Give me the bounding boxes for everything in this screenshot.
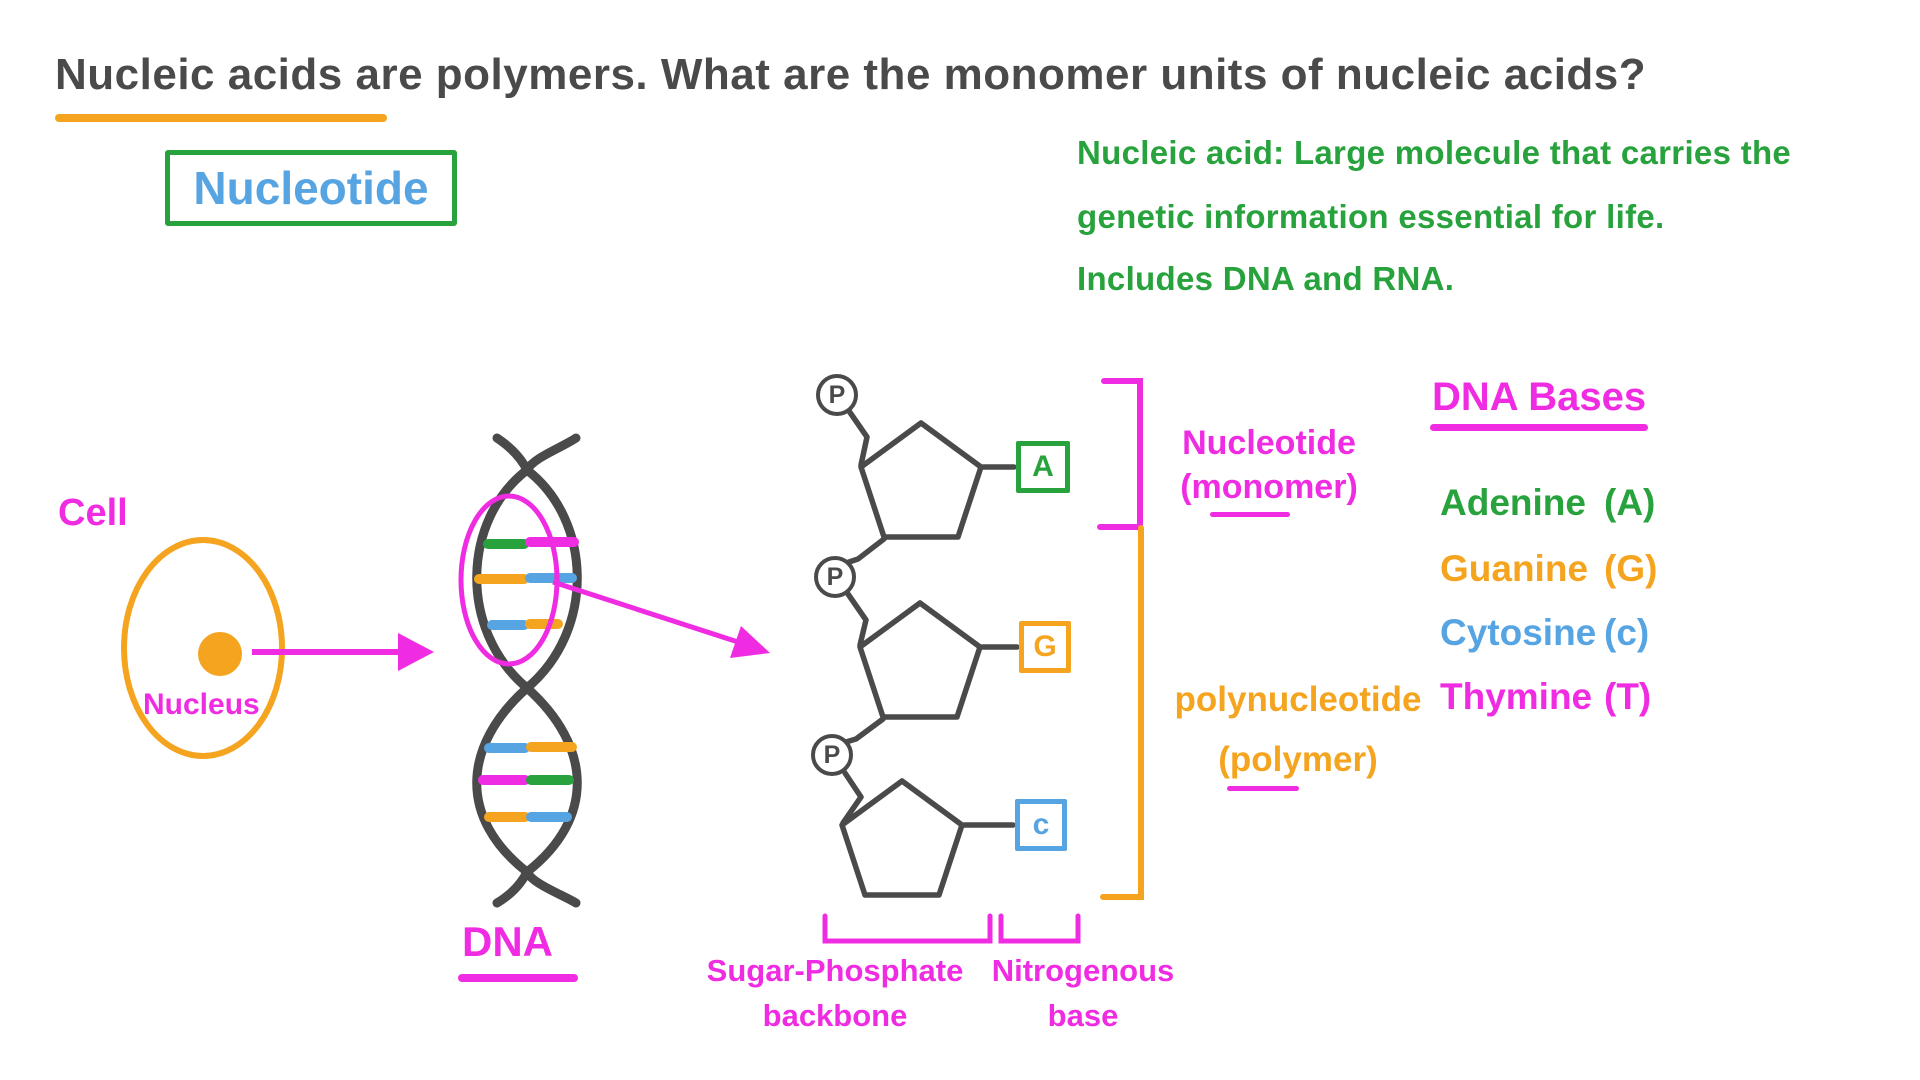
phosphate-circle-2: P xyxy=(814,556,856,598)
helix-highlight-ellipse xyxy=(458,493,560,667)
monomer-bracket xyxy=(1097,378,1143,530)
base-row-symbol-guanine: (G) xyxy=(1604,548,1658,589)
definition-line-1: Nucleic acid: Large molecule that carrie… xyxy=(1077,134,1792,171)
definition-line-2: genetic information essential for life. xyxy=(1077,198,1665,235)
backbone-bracket xyxy=(822,913,993,944)
base-row-name-cytosine: Cytosine xyxy=(1440,612,1597,653)
answer-box-label: Nucleotide xyxy=(193,162,429,214)
nucleus-label: Nucleus xyxy=(143,688,260,721)
polymer-label-line2: (polymer) xyxy=(1218,740,1378,779)
monomer-underline xyxy=(1210,512,1290,517)
nucleotide-chain-skeleton xyxy=(839,408,1020,898)
nitrogenous-base-bracket xyxy=(998,913,1081,944)
nitrogenous-label-line1: Nitrogenous xyxy=(991,953,1175,988)
base-box-letter: A xyxy=(1032,450,1054,483)
base-row-name-guanine: Guanine xyxy=(1440,548,1589,589)
monomer-label-line1: Nucleotide xyxy=(1182,424,1356,462)
phosphate-link xyxy=(846,408,870,468)
nitrogenous-label-line2: base xyxy=(1047,998,1119,1033)
cell-label: Cell xyxy=(58,492,128,534)
helix-strand-2 xyxy=(472,433,582,908)
phosphate-link xyxy=(845,591,869,648)
base-row-name-thymine: Thymine xyxy=(1440,676,1593,717)
definition-line-3: Includes DNA and RNA. xyxy=(1077,260,1455,297)
base-row-symbol-thymine: (T) xyxy=(1604,676,1652,717)
cell-to-dna-arrow xyxy=(252,633,434,671)
phosphate-circle-1: P xyxy=(816,374,858,416)
question-title: Nucleic acids are polymers. What are the… xyxy=(55,50,1646,100)
phosphate-letter: P xyxy=(826,562,844,591)
base-box-letter: G xyxy=(1033,630,1057,663)
dna-label-underline xyxy=(458,974,578,982)
phosphate-link xyxy=(846,536,887,565)
base-box-letter: c xyxy=(1032,808,1050,841)
base-row-name-adenine: Adenine xyxy=(1440,482,1586,523)
answer-box: Nucleotide xyxy=(165,150,457,226)
base-box-cytosine: c xyxy=(1015,799,1067,851)
phosphate-circle-3: P xyxy=(811,734,853,776)
dna-helix xyxy=(472,433,582,908)
title-underline xyxy=(55,114,387,122)
polymer-bracket xyxy=(1100,525,1144,900)
question-title-underlined: Nucleic acids xyxy=(55,50,343,99)
base-row-symbol-adenine: (A) xyxy=(1604,482,1656,523)
sugar-pentagon-3 xyxy=(839,778,965,898)
dna-label: DNA xyxy=(462,918,553,965)
cell-membrane-ellipse xyxy=(121,537,285,759)
phosphate-link xyxy=(840,770,864,826)
phosphate-link xyxy=(843,716,886,745)
base-box-adenine: A xyxy=(1016,441,1070,493)
polymer-underline xyxy=(1227,786,1299,791)
base-box-guanine: G xyxy=(1019,621,1071,673)
question-title-rest: are polymers. What are the monomer units… xyxy=(342,50,1647,99)
polymer-label-line1: polynucleotide xyxy=(1174,680,1422,719)
dna-bases-underline xyxy=(1430,424,1648,431)
dna-to-nucleotide-arrow xyxy=(552,579,770,658)
helix-base-pairs xyxy=(474,537,579,822)
phosphate-letter: P xyxy=(828,380,846,409)
sugar-pentagon-1 xyxy=(858,420,984,540)
phosphate-letter: P xyxy=(823,740,841,769)
dna-bases-title: DNA Bases xyxy=(1432,375,1647,419)
backbone-label-line2: backbone xyxy=(762,998,908,1033)
monomer-label-line2: (monomer) xyxy=(1180,468,1358,506)
backbone-label-line1: Sugar-Phosphate xyxy=(706,953,964,988)
nucleus-dot xyxy=(198,632,242,676)
sugar-pentagon-2 xyxy=(857,600,983,720)
base-row-symbol-cytosine: (c) xyxy=(1604,612,1650,653)
